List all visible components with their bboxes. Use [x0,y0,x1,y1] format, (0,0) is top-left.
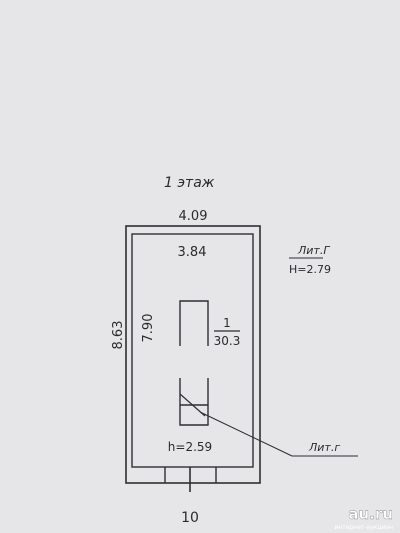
outer-wall [125,225,261,484]
inner-length-label: 7.90 [141,314,156,343]
callout-label: Лит.г [308,441,340,454]
room-area: 30.3 [214,334,241,348]
inspection-pit [179,300,209,346]
inner-wall [131,233,254,468]
room-number: 1 [223,316,231,330]
watermark-site: au.ru [348,505,393,523]
inner-width-label: 3.84 [178,245,207,260]
ceiling-height-label: h=2.59 [168,440,212,454]
page-number: 10 [181,510,199,526]
building-height: H=2.79 [289,263,331,276]
callout-leader [199,411,293,457]
building-letter: Лит.Г [297,244,330,257]
outer-length-label: 8.63 [111,321,126,350]
outer-width-label: 4.09 [179,209,208,224]
floor-label: 1 этаж [164,175,215,191]
cellar-outline [179,378,209,426]
watermark-tagline: интернет-аукцион [334,524,393,531]
